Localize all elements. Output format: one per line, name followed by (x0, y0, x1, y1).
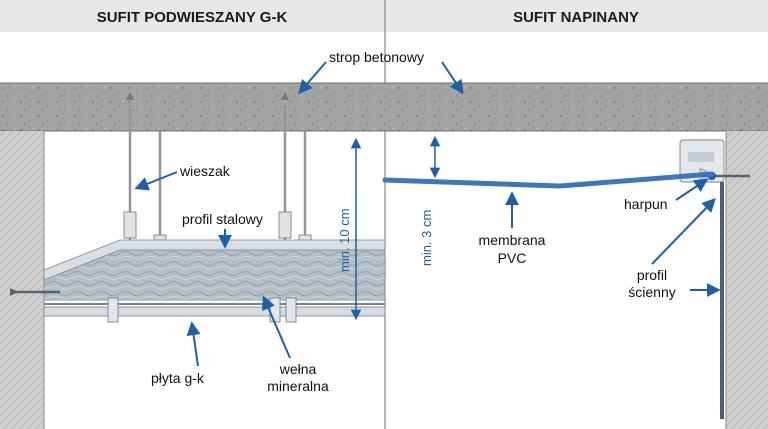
header-bar (0, 0, 768, 32)
label-hanger: wieszak (179, 163, 231, 179)
min-10cm-label: min. 10 cm (337, 208, 352, 272)
label-membrane-line2: PVC (498, 250, 527, 266)
left-wall (0, 131, 44, 429)
label-steel-profile: profil stalowy (182, 211, 263, 227)
label-wall-profile-line1: profil (637, 267, 667, 283)
label-harpoon: harpun (624, 196, 668, 212)
label-gk-board: płyta g-k (151, 370, 205, 386)
concrete-slab (0, 83, 768, 131)
gk-board (43, 306, 386, 317)
min-3cm-label: min. 3 cm (419, 210, 434, 266)
wall-anchor-left (10, 288, 60, 296)
label-wool-line1: wełna (279, 361, 317, 377)
dimension-left: min. 10 cm (337, 137, 362, 321)
label-wall-profile-line2: ścienny (628, 284, 675, 300)
right-wall (726, 131, 768, 429)
mineral-wool (43, 249, 386, 301)
left-header: SUFIT PODWIESZANY G-K (97, 9, 288, 26)
right-header: SUFIT NAPINANY (513, 9, 639, 26)
label-concrete: strop betonowy (329, 49, 424, 65)
label-wool-line2: mineralna (267, 378, 329, 394)
pvc-membrane (382, 171, 715, 189)
label-membrane-line1: membrana (479, 232, 546, 248)
dimension-right: min. 3 cm (419, 135, 441, 266)
wall-profile-strip (720, 182, 724, 419)
